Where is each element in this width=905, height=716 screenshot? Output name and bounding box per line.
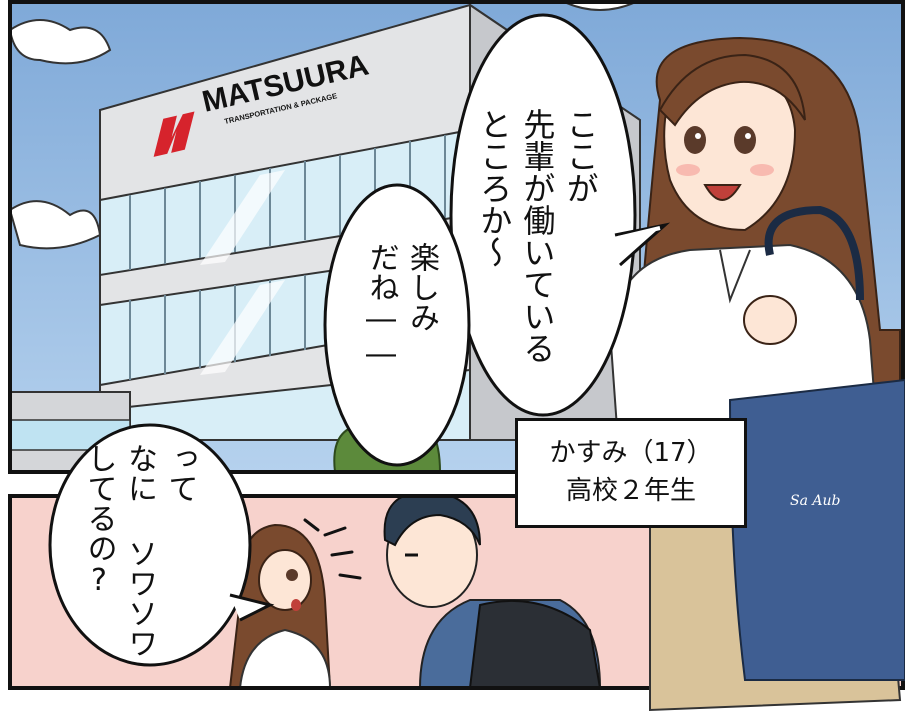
dialogue-text-3: って なに ソワソワ してるの? xyxy=(81,443,198,658)
dialogue-text-1: ここが 先輩が働いている ところか～ xyxy=(475,108,600,364)
character-caption: かすみ（17） 高校２年生 xyxy=(515,418,747,528)
kasumi-small-figure xyxy=(228,523,332,688)
speech-balloon-2 xyxy=(323,183,471,467)
top-panel-border xyxy=(8,0,905,474)
speech-balloon-3 xyxy=(48,423,252,667)
dialogue-text-2: 楽しみ だね―― xyxy=(363,242,440,372)
kasumi-figure xyxy=(608,36,901,471)
company-logo xyxy=(153,111,195,157)
caption-grade: 高校２年生 xyxy=(565,476,696,506)
bag-signature: Sa Aub xyxy=(790,493,841,509)
clouds xyxy=(10,2,638,250)
boy-figure xyxy=(383,496,602,688)
speech-balloon-1 xyxy=(449,13,637,417)
caption-name: かすみ（17） xyxy=(549,438,713,469)
surprise-marks xyxy=(303,518,362,580)
speech-balloon-3-tail xyxy=(229,593,275,622)
